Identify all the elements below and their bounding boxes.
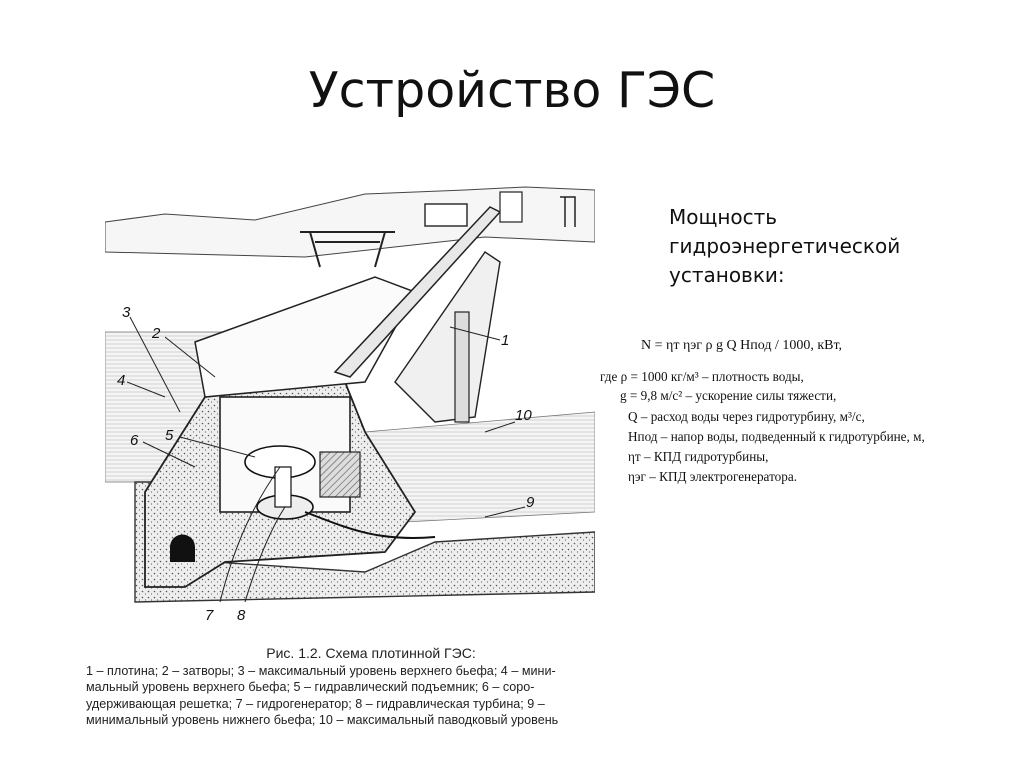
callout-7: 7	[205, 607, 214, 624]
formula-where-line: ηэг – КПД электрогенератора.	[628, 469, 797, 484]
formula-where-line: где ρ = 1000 кг/м³ – плотность воды,	[600, 369, 804, 384]
subtitle-line: установки:	[669, 263, 785, 287]
draft-tube	[304, 511, 436, 539]
gate-grid	[319, 451, 361, 498]
caption-line: 1 – плотина; 2 – затворы; 3 – максимальн…	[86, 663, 556, 678]
subtitle-line: гидроэнергетической	[669, 234, 901, 258]
background-hills	[105, 186, 595, 258]
formula-where-line: Q – расход воды через гидротурбину, м³/с…	[628, 409, 865, 424]
formula-where-line: Hпод – напор воды, подведенный к гидроту…	[628, 429, 925, 444]
subtitle-line: Мощность	[669, 205, 778, 229]
rail-car	[424, 203, 468, 227]
caption-line: мальный уровень верхнего бьефа; 5 – гидр…	[86, 680, 535, 694]
figure-caption: Рис. 1.2. Схема плотинной ГЭС: 1 – плоти…	[86, 645, 626, 729]
callout-8: 8	[237, 607, 246, 624]
caption-title: Рис. 1.2. Схема плотинной ГЭС:	[266, 645, 476, 661]
spillway	[394, 251, 501, 423]
callout-3: 3	[122, 304, 131, 321]
formula-main: N = ηт ηэг ρ g Q Hпод / 1000, кВт,	[641, 338, 843, 353]
formula-where-line: g = 9,8 м/с² – ускорение силы тяжести,	[620, 388, 837, 403]
callout-10: 10	[515, 407, 532, 424]
callout-9: 9	[526, 494, 535, 511]
hydro-plant-diagram: 1 2 3 4 6 5 10 9 7 8	[105, 186, 595, 624]
formula-where-line: ηт – КПД гидротурбины,	[628, 449, 769, 464]
gallery	[170, 534, 195, 562]
slide-title: Устройство ГЭС	[308, 62, 716, 119]
caption-line: минимальный уровень нижнего бьефа; 10 – …	[86, 713, 559, 727]
callout-5: 5	[165, 427, 174, 444]
callout-1: 1	[501, 332, 509, 349]
callout-6: 6	[130, 432, 139, 449]
gantry-crane	[300, 231, 395, 268]
callout-4: 4	[117, 372, 125, 389]
callout-2: 2	[151, 325, 161, 342]
caption-line: удерживающая решетка; 7 – гидрогенератор…	[86, 696, 545, 711]
power-subtitle: Мощность гидроэнергетической установки:	[669, 203, 949, 290]
